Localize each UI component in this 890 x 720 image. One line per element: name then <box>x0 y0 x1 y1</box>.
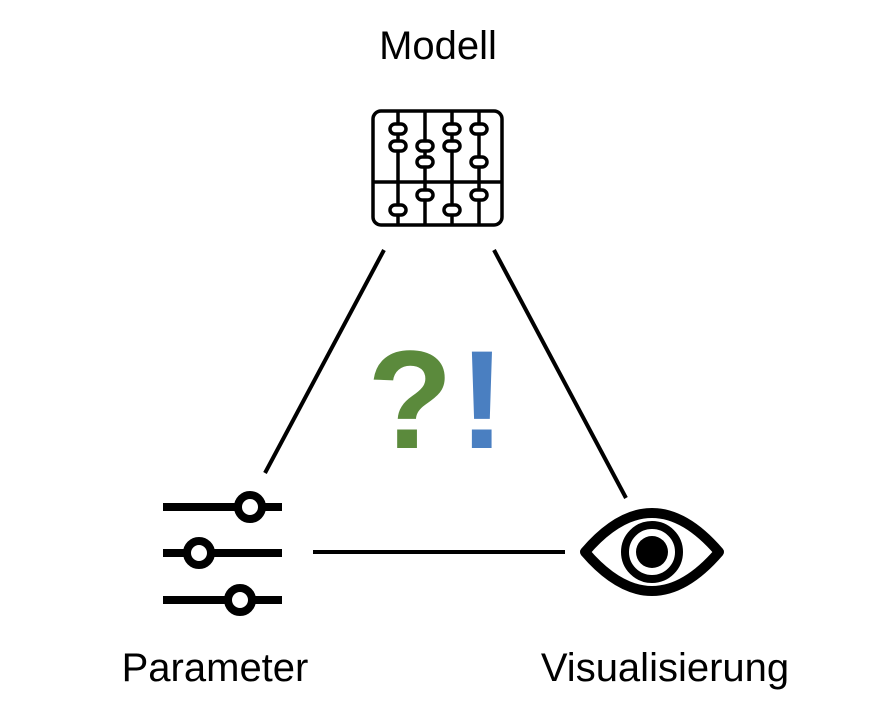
eye-icon <box>580 508 724 596</box>
question-mark: ? <box>367 321 453 478</box>
sliders-icon <box>163 491 282 616</box>
model-label: Modell <box>379 24 497 68</box>
exclamation-mark: ! <box>459 321 506 478</box>
visualization-label: Visualisierung <box>540 646 790 690</box>
abacus-icon <box>371 109 504 227</box>
edge-model-visualization <box>492 249 628 499</box>
edge-model-parameters <box>263 249 386 474</box>
parameters-label: Parameter <box>121 646 309 690</box>
